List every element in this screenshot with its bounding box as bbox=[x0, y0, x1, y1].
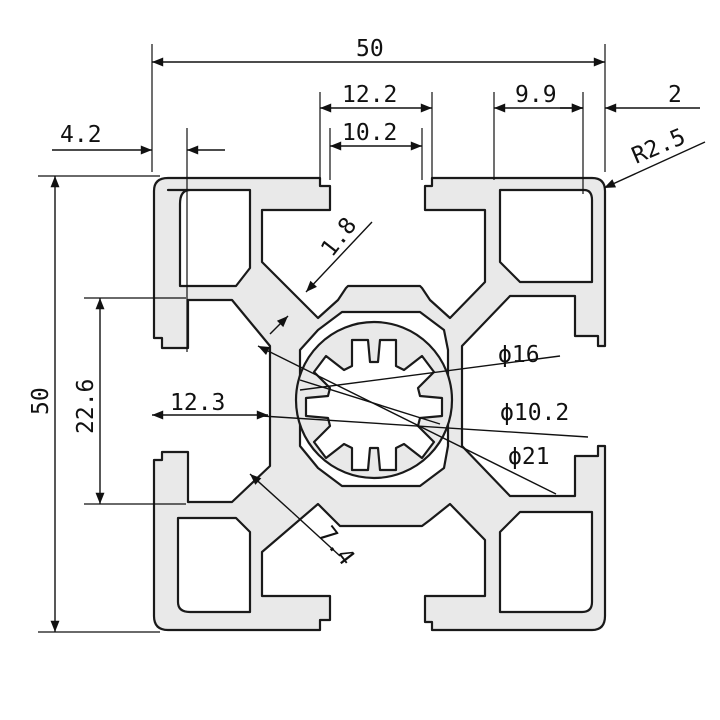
center-bore bbox=[304, 338, 444, 472]
dim-label-slot-outer: 12.2 bbox=[342, 82, 397, 108]
dim-slot-height: 22.6 bbox=[73, 297, 186, 505]
dim-label-diameter-10-2: ϕ10.2 bbox=[500, 400, 569, 426]
dim-label-wall-thickness: 7.4 bbox=[313, 522, 359, 571]
cavity-bottom-left bbox=[176, 516, 252, 614]
dim-diameters: ϕ16 ϕ10.2 ϕ21 bbox=[257, 342, 589, 495]
dim-label-overall-height: 50 bbox=[28, 387, 54, 415]
dim-slot-depth: 12.3 bbox=[152, 390, 268, 420]
dim-lip-thickness: 2 bbox=[560, 82, 700, 113]
dim-overall-height: 50 bbox=[28, 175, 160, 633]
dim-label-web-thickness: 1.8 bbox=[316, 213, 362, 262]
dim-corner-radius: R2.5 bbox=[603, 124, 706, 189]
dim-label-slot-depth: 12.3 bbox=[170, 390, 225, 416]
dim-label-diameter-16: ϕ16 bbox=[498, 342, 540, 368]
dim-label-overall-width: 50 bbox=[356, 36, 384, 62]
cavity-top-left bbox=[166, 188, 252, 288]
cavity-top-right bbox=[498, 188, 594, 284]
cavity-bottom-right bbox=[498, 510, 594, 614]
profile-cross-section bbox=[152, 176, 607, 632]
dim-edge-offset: 4.2 bbox=[52, 122, 225, 352]
dim-label-corner-offset: 9.9 bbox=[515, 82, 557, 108]
dim-label-edge-offset: 4.2 bbox=[60, 122, 102, 148]
dim-label-slot-height: 22.6 bbox=[73, 379, 99, 434]
dim-label-diameter-21: ϕ21 bbox=[508, 444, 550, 470]
dim-slot-opening: 12.2 10.2 bbox=[319, 82, 433, 180]
dim-label-lip-thickness: 2 bbox=[668, 82, 682, 108]
dim-label-slot-inner: 10.2 bbox=[342, 120, 397, 146]
